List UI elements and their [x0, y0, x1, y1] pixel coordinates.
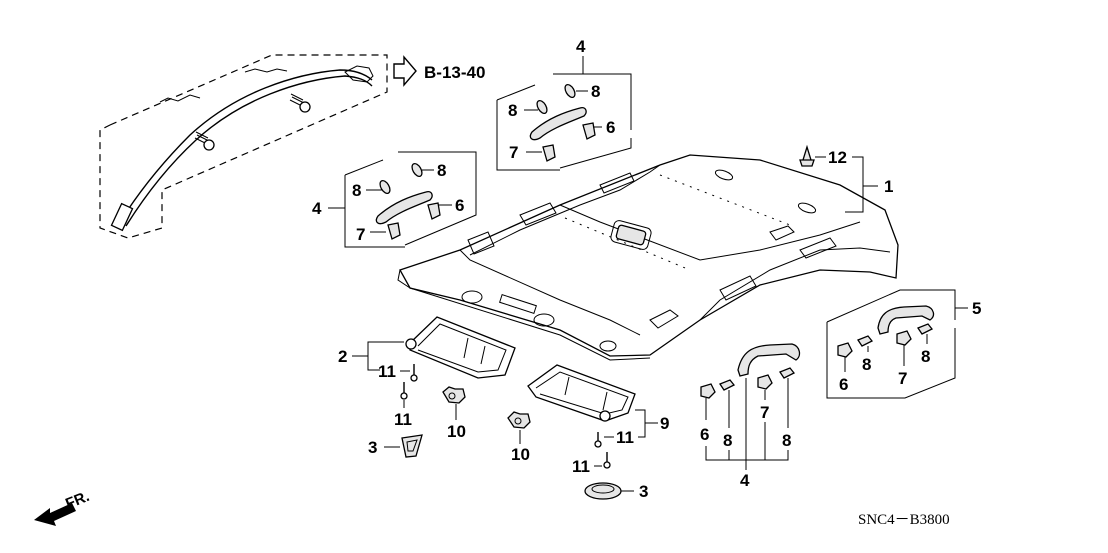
- front-arrow-icon: [34, 503, 76, 526]
- sunvisor-right: 9 11 11 10 3: [507, 364, 669, 501]
- grip-cover: [757, 374, 773, 390]
- callout-6: 6: [700, 425, 709, 444]
- sunvisor: [527, 364, 636, 422]
- airbag-bolt: [289, 93, 311, 113]
- reference-link[interactable]: B-13-40: [393, 55, 485, 87]
- callout-8: 8: [352, 181, 361, 200]
- grip-assembly-left: 4 8 8 6 7: [312, 151, 477, 248]
- grip-clip: [379, 179, 391, 195]
- grip-cover: [896, 330, 912, 346]
- grip-cover: [700, 383, 716, 399]
- callout-9: 9: [660, 414, 669, 433]
- grip-clip: [917, 323, 934, 335]
- grip-clip: [719, 379, 736, 391]
- front-direction-indicator: FR.: [34, 488, 92, 526]
- screw: [594, 432, 602, 448]
- headliner-body: [399, 154, 899, 357]
- callout-11: 11: [572, 457, 590, 476]
- screw: [410, 364, 418, 382]
- airbag-clip-strip: [244, 68, 288, 73]
- airbag-bracket: [110, 202, 134, 232]
- callout-8: 8: [591, 82, 600, 101]
- callout-11: 11: [394, 410, 412, 429]
- dome-light-opening: [615, 224, 647, 246]
- assist-grip: [375, 190, 433, 225]
- callout-8: 8: [782, 431, 791, 450]
- callout-3: 3: [639, 482, 648, 501]
- callout-12: 12: [828, 148, 847, 167]
- callout-5: 5: [972, 299, 981, 318]
- grip-cover: [837, 342, 853, 358]
- sunvisor-pivot: [599, 410, 611, 422]
- callout-7: 7: [509, 143, 518, 162]
- sunvisor-bracket: [507, 411, 531, 429]
- grip-clip: [779, 367, 796, 379]
- callout-4: 4: [312, 199, 322, 218]
- grip-clip: [536, 99, 548, 115]
- grip-cover: [582, 122, 596, 140]
- grip-assembly-rear: 5 6 8 7 8: [826, 289, 981, 399]
- reference-label[interactable]: B-13-40: [424, 63, 485, 82]
- grip-cover: [427, 202, 441, 220]
- callout-11: 11: [378, 362, 396, 381]
- headliner-hole: [599, 340, 617, 352]
- airbag-inflator: [344, 65, 374, 83]
- sunvisor-left: 2 11 11 10 3: [338, 316, 516, 458]
- airbag-clip-strip: [159, 94, 201, 103]
- airbag-bolt: [194, 131, 215, 151]
- callout-7: 7: [356, 225, 365, 244]
- callout-8: 8: [862, 355, 871, 374]
- grip-clip: [411, 162, 423, 178]
- callout-7: 7: [760, 403, 769, 422]
- callout-6: 6: [455, 196, 464, 215]
- callout-6: 6: [839, 375, 848, 394]
- callout-8: 8: [437, 161, 446, 180]
- callout-2: 2: [338, 347, 347, 366]
- callout-8: 8: [723, 431, 732, 450]
- sunvisor-pivot: [405, 338, 417, 350]
- grip-cover: [542, 144, 556, 162]
- sunvisor: [409, 316, 516, 379]
- callout-6: 6: [606, 118, 615, 137]
- headliner-hole: [533, 313, 555, 327]
- callout-10: 10: [447, 422, 466, 441]
- headliner-clip: [799, 144, 815, 167]
- assist-grip: [877, 305, 935, 335]
- grip-assembly-bottom: 6 8 7 8 4: [700, 343, 801, 490]
- assist-grip: [529, 106, 587, 141]
- sunvisor-holder: [401, 434, 423, 458]
- callout-11: 11: [616, 428, 634, 447]
- headliner-clip-hole: [714, 169, 734, 181]
- grip-assembly-top: 4 8 8 6 7: [496, 37, 632, 171]
- hollow-arrow-right-icon: [393, 55, 417, 87]
- callout-1: 1: [884, 177, 893, 196]
- curtain-airbag-group: [99, 54, 388, 239]
- headliner-hole: [461, 290, 483, 304]
- headliner: [397, 154, 899, 361]
- grip-clip: [857, 335, 874, 347]
- callout-10: 10: [511, 445, 530, 464]
- sunvisor-bracket: [442, 386, 466, 404]
- callout-8: 8: [508, 101, 517, 120]
- grip-cover: [387, 222, 401, 240]
- callout-3: 3: [368, 438, 377, 457]
- curtain-airbag: [119, 69, 373, 223]
- callout-4: 4: [576, 37, 586, 56]
- screw: [603, 452, 611, 469]
- diagram-code: SNC4－B3800: [858, 512, 950, 528]
- grip-clip: [564, 83, 576, 99]
- callout-8: 8: [921, 347, 930, 366]
- callout-4: 4: [740, 471, 750, 490]
- airbag-dashed-outline: [99, 54, 388, 239]
- callout-7: 7: [898, 369, 907, 388]
- headliner-clip-hole: [797, 202, 817, 214]
- assist-grip: [737, 343, 801, 377]
- headliner-clip-12: 12 1: [799, 144, 893, 213]
- screw: [400, 382, 408, 400]
- front-label: FR.: [63, 488, 92, 513]
